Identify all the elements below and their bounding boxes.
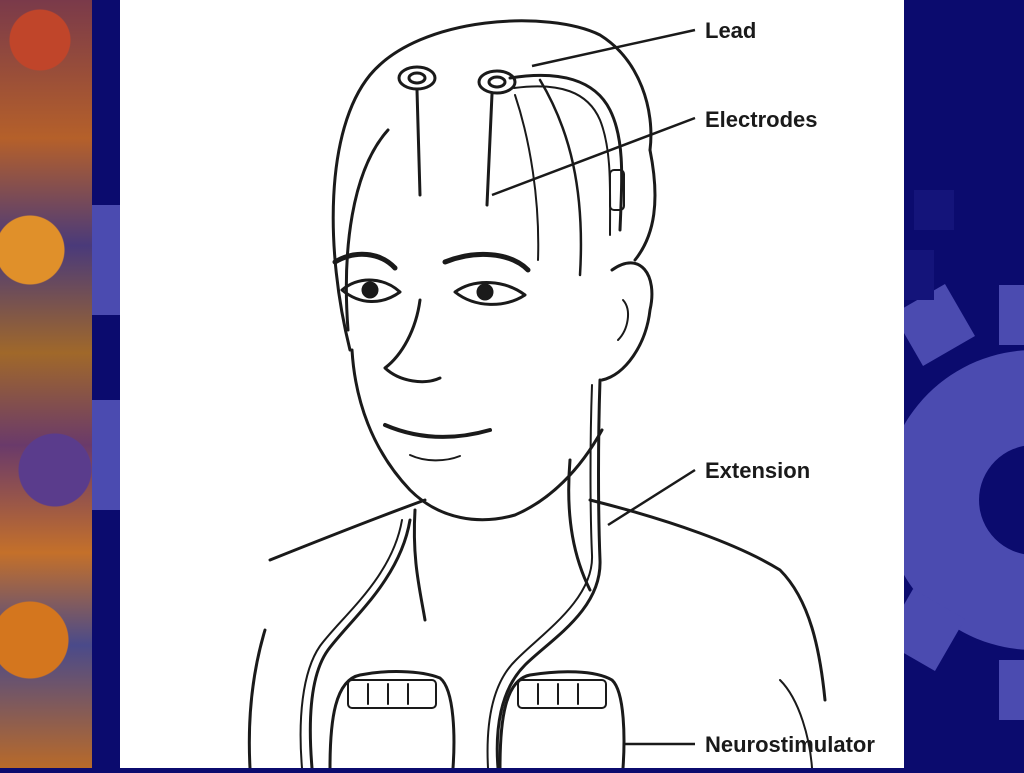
left-brow [332,251,398,271]
mouth [383,423,492,439]
left-eye [340,278,402,303]
diagram-panel: Lead Electrodes Extension Neurostimulato… [120,0,904,770]
decorative-gear-panel [904,0,1024,768]
gear-tooth-shape [92,400,120,510]
extension-leader-line [607,468,696,527]
shoulders [268,498,427,562]
decorative-mosaic-strip [0,0,92,768]
neurostimulator-illustration: Lead Electrodes Extension Neurostimulato… [247,18,875,770]
electrodes-leader-line [491,116,696,197]
gear-icon [904,190,1024,720]
right-eye [453,281,527,306]
extension-cable [495,378,602,770]
lead-label: Lead [705,18,756,43]
right-neurostimulator [498,670,626,770]
right-electrode [477,69,517,95]
right-brow [442,251,531,273]
neurostimulator-label: Neurostimulator [705,732,875,757]
head-outline [331,19,653,352]
decorative-navy-band [92,0,120,768]
ear [600,261,654,382]
extension-label: Extension [705,458,810,483]
electrodes-label: Electrodes [705,107,818,132]
neck [412,508,427,622]
lead-cable [508,73,624,232]
left-electrode [397,65,437,91]
lead-leader-line [531,28,696,68]
nose [383,298,442,384]
gear-tooth-shape [92,205,120,315]
left-neurostimulator [328,670,456,770]
